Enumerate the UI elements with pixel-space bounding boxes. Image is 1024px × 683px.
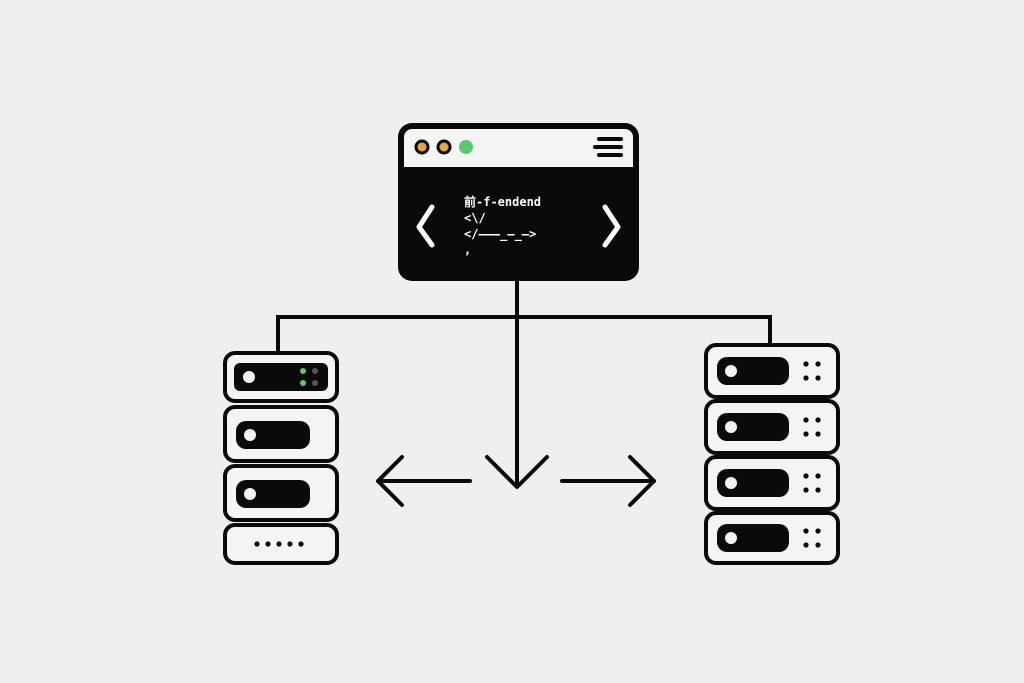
server-unit xyxy=(223,464,339,522)
server-rack-right xyxy=(704,343,840,565)
server-unit xyxy=(704,455,840,511)
connector-lines xyxy=(276,280,772,488)
server-rack-left xyxy=(223,351,339,565)
server-unit xyxy=(223,351,339,403)
chevron-left-icon xyxy=(416,204,435,248)
chevron-right-icon xyxy=(602,204,621,248)
arrow-right-icon xyxy=(560,455,656,507)
server-unit xyxy=(223,405,339,463)
server-unit xyxy=(223,523,339,565)
code-line-2: <\/ xyxy=(464,211,486,225)
arrows xyxy=(376,455,656,507)
code-line-3: </———_—_—> xyxy=(464,227,536,242)
status-led-icon xyxy=(300,368,306,374)
code-line-4: , xyxy=(464,243,471,257)
server-unit xyxy=(704,511,840,565)
code-line-1: 前-f-endend xyxy=(464,194,541,209)
arrow-left-icon xyxy=(376,455,472,507)
traffic-light-3-icon xyxy=(459,140,473,154)
arrow-down-icon xyxy=(485,455,549,489)
status-led-icon xyxy=(300,380,306,386)
traffic-light-2-icon xyxy=(436,139,452,155)
hamburger-icon xyxy=(593,137,623,157)
server-unit xyxy=(704,399,840,455)
server-unit xyxy=(704,343,840,399)
browser-window: 前-f-endend <\/ </———_—_—> , xyxy=(398,123,639,281)
power-indicator-icon xyxy=(243,371,255,383)
traffic-light-1-icon xyxy=(414,139,430,155)
